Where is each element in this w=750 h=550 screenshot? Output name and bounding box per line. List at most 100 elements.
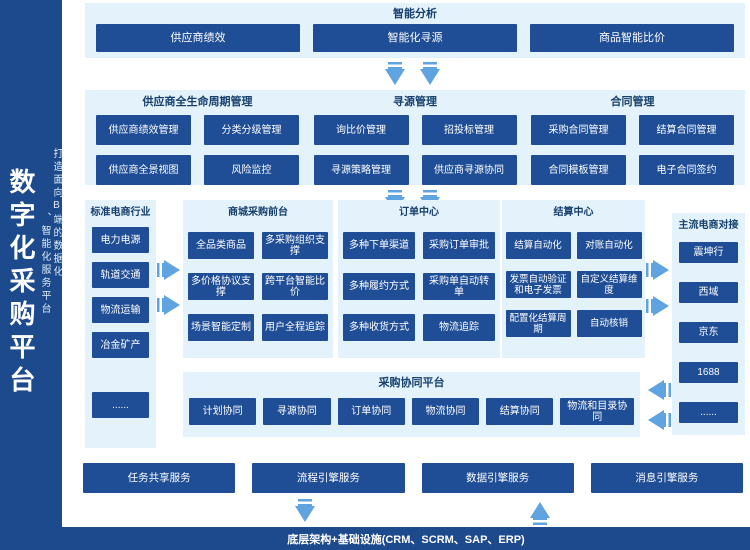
industry-box: 轨道交通 [92,262,149,288]
contract-management-title: 合同管理 [610,96,655,108]
down-arrow-icon [295,499,315,525]
sourcing-management-boxes: 询比价管理招投标管理寻源策略管理供应商寻源协同 [313,115,517,185]
supplier-lifecycle-group: 供应商全生命周期管理 供应商绩效管理分类分级管理供应商全景视图风险监控 [96,96,299,185]
analysis-box-row: 供应商绩效智能化寻源商品智能比价 [96,24,734,52]
service-box: 消息引擎服务 [590,463,743,493]
order-box: 多种收货方式 [343,314,415,341]
order-box: 物流追踪 [423,314,495,341]
sidebar: 数字化采购平台 打造面向B端的数据化 、智能化服务平台 [0,0,62,550]
platform-subtitle-col2: 、智能化服务平台 [39,212,50,316]
collaboration-box: 物流和目录协同 [560,398,635,425]
analysis-box: 智能化寻源 [313,24,517,52]
settlement-box: 结算自动化 [505,232,571,259]
management-box: 供应商寻源协同 [421,155,517,185]
industry-title: 标准电商行业 [90,207,151,218]
left-arrow-icon [645,410,671,430]
ecommerce-title: 主流电商对接 [678,220,739,231]
ecommerce-box: 西域 [679,282,738,303]
mall-front-column: 商城采购前台 全品类商品多采购组织支撑多价格协议支撑跨平台智能比价场景智能定制用… [183,200,333,358]
settlement-box: 自定义结算维度 [576,271,642,298]
settlement-center-title: 结算中心 [553,207,594,218]
platform-title: 数字化采购平台 [6,168,36,399]
mall-front-boxes: 全品类商品多采购组织支撑多价格协议支撑跨平台智能比价场景智能定制用户全程追踪 [188,232,328,341]
platform-subtitle-col1: 打造面向B端的数据化 [51,148,62,279]
collaboration-box: 寻源协同 [263,398,331,425]
ecommerce-box: 震坤行 [679,242,738,263]
mall-box: 多采购组织支撑 [262,232,328,259]
order-center-title: 订单中心 [399,207,439,218]
analysis-box: 供应商绩效 [96,24,300,52]
sourcing-management-group: 寻源管理 询比价管理招投标管理寻源策略管理供应商寻源协同 [313,96,517,185]
order-box: 采购单自动转单 [423,273,495,300]
ecommerce-boxes: 震坤行西域京东 1688...... [679,242,738,423]
mall-box: 场景智能定制 [188,314,254,341]
contract-management-group: 合同管理 采购合同管理结算合同管理合同模板管理电子合同签约 [531,96,734,185]
order-box: 多种履约方式 [343,273,415,300]
management-box: 供应商全景视图 [96,155,191,185]
management-box: 询比价管理 [313,115,409,145]
right-arrow-icon [646,296,672,316]
down-arrow-icon [385,62,405,88]
settlement-box: 配置化结算周期 [505,310,571,337]
ecommerce-box: ...... [679,402,738,423]
ecommerce-box: 1688 [679,362,738,383]
collaboration-box: 结算协同 [486,398,554,425]
mall-front-title: 商城采购前台 [228,207,288,218]
management-box: 合同模板管理 [531,155,626,185]
collaboration-box: 计划协同 [189,398,257,425]
management-box: 供应商绩效管理 [96,115,191,145]
order-box: 采购订单审批 [423,232,495,259]
management-box: 分类分级管理 [204,115,299,145]
order-center-boxes: 多种下单渠道采购订单审批多种履约方式采购单自动转单多种收货方式物流追踪 [343,232,495,341]
settlement-center-boxes: 结算自动化对账自动化发票自动验证和电子发票自定义结算维度配置化结算周期自动核销 [505,232,642,337]
service-box: 流程引擎服务 [252,463,405,493]
management-box: 电子合同签约 [639,155,734,185]
management-box: 寻源策略管理 [313,155,409,185]
settlement-box: 对账自动化 [576,232,642,259]
order-center-column: 订单中心 多种下单渠道采购订单审批多种履约方式采购单自动转单多种收货方式物流追踪 [338,200,500,358]
analysis-box: 商品智能比价 [530,24,734,52]
mall-box: 用户全程追踪 [262,314,328,341]
mall-box: 全品类商品 [188,232,254,259]
industry-box: 物流运输 [92,297,149,323]
collaboration-box: 订单协同 [337,398,405,425]
mall-box: 跨平台智能比价 [262,273,328,300]
analysis-panel: 智能分析 供应商绩效智能化寻源商品智能比价 [85,3,745,58]
down-arrow-icon [420,62,440,88]
supplier-lifecycle-boxes: 供应商绩效管理分类分级管理供应商全景视图风险监控 [96,115,299,185]
service-box: 数据引擎服务 [421,463,574,493]
ecommerce-box: 京东 [679,322,738,343]
management-box: 采购合同管理 [531,115,626,145]
management-panel: 供应商全生命周期管理 供应商绩效管理分类分级管理供应商全景视图风险监控 寻源管理… [85,90,745,185]
left-arrow-icon [645,380,671,400]
platform-subtitle: 打造面向B端的数据化 、智能化服务平台 [38,148,62,316]
collaboration-title: 采购协同平台 [378,377,445,389]
industry-box: 电力电源 [92,227,149,253]
settlement-center-column: 结算中心 结算自动化对账自动化发票自动验证和电子发票自定义结算维度配置化结算周期… [502,200,645,358]
industry-box: ...... [92,392,149,418]
mall-box: 多价格协议支撑 [188,273,254,300]
industry-box: 冶金矿产 [92,332,149,358]
right-arrow-icon [157,260,183,280]
order-box: 多种下单渠道 [343,232,415,259]
ecommerce-column: 主流电商对接 震坤行西域京东 1688...... [672,213,745,435]
collaboration-boxes: 计划协同寻源协同订单协同物流协同结算协同物流和目录协同 [183,398,640,425]
foundation-label: 底层架构+基础设施(CRM、SCRM、SAP、ERP) [287,533,525,546]
contract-management-boxes: 采购合同管理结算合同管理合同模板管理电子合同签约 [531,115,734,185]
settlement-box: 发票自动验证和电子发票 [505,271,571,298]
right-arrow-icon [646,260,672,280]
collaboration-panel: 采购协同平台 计划协同寻源协同订单协同物流协同结算协同物流和目录协同 [183,372,640,437]
industry-boxes: 电力电源轨道交通物流运输冶金矿产...... [92,227,149,418]
up-arrow-icon [530,499,550,525]
industry-column: 标准电商行业 电力电源轨道交通物流运输冶金矿产...... [85,200,156,448]
sourcing-management-title: 寻源管理 [393,96,437,108]
management-box: 风险监控 [204,155,299,185]
collaboration-box: 物流协同 [411,398,480,425]
engine-services-row: 任务共享服务流程引擎服务数据引擎服务消息引擎服务 [83,463,743,493]
management-box: 结算合同管理 [639,115,734,145]
settlement-box: 自动核销 [576,310,642,337]
analysis-title: 智能分析 [393,8,437,20]
foundation-bar: 底层架构+基础设施(CRM、SCRM、SAP、ERP) [62,527,750,550]
right-arrow-icon [157,295,183,315]
